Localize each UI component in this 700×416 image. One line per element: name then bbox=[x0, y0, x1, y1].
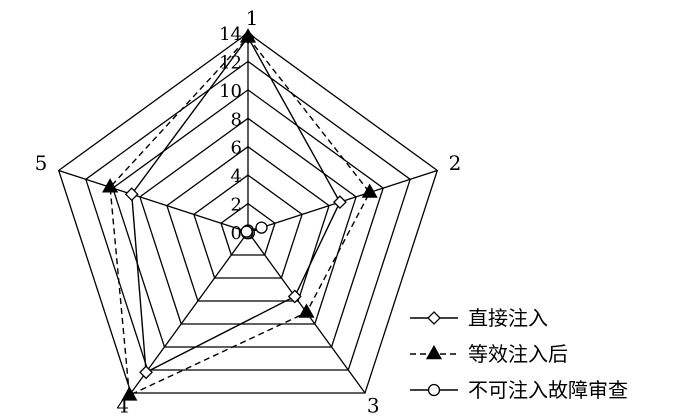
tick-label: 2 bbox=[231, 195, 242, 216]
tick-label: 14 bbox=[219, 24, 242, 45]
grid-ring bbox=[112, 89, 384, 348]
series-point bbox=[333, 195, 347, 210]
series-2 bbox=[102, 28, 378, 401]
axis-label-3: 3 bbox=[367, 393, 380, 416]
series-point bbox=[255, 221, 268, 234]
legend-marker bbox=[427, 383, 441, 397]
series-point bbox=[124, 187, 139, 202]
grid-ring bbox=[220, 202, 276, 256]
axis-label-5: 5 bbox=[35, 151, 48, 175]
series-point bbox=[121, 386, 138, 401]
legend-marker bbox=[425, 344, 443, 360]
series-point bbox=[139, 365, 153, 380]
tick-label: 12 bbox=[219, 52, 242, 73]
series-point bbox=[287, 289, 302, 304]
tick-label: 10 bbox=[219, 81, 242, 102]
series-3 bbox=[240, 221, 268, 240]
tick-label: 8 bbox=[231, 109, 242, 130]
series-line bbox=[130, 36, 341, 374]
axis-label-4: 4 bbox=[116, 393, 129, 416]
series-point bbox=[240, 225, 253, 238]
legend-label: 不可注入故障审查 bbox=[468, 378, 628, 402]
series-line bbox=[109, 36, 371, 397]
series-point bbox=[102, 178, 119, 193]
grid-ring bbox=[193, 174, 303, 279]
legend-item: 直接注入 bbox=[410, 306, 548, 330]
legend-marker bbox=[427, 311, 441, 325]
grid-ring bbox=[139, 117, 357, 325]
grid-ring bbox=[85, 60, 411, 371]
axis-label-2: 2 bbox=[449, 151, 462, 175]
radar-grid bbox=[57, 32, 439, 394]
legend-item: 等效注入后 bbox=[410, 342, 568, 366]
series-point bbox=[298, 303, 315, 318]
legend-label: 等效注入后 bbox=[468, 342, 568, 366]
tick-label: 0 bbox=[231, 223, 242, 244]
tick-label: 4 bbox=[231, 166, 242, 187]
axis-spoke bbox=[58, 169, 249, 233]
radar-spokes bbox=[58, 33, 438, 394]
legend-label: 直接注入 bbox=[468, 306, 548, 330]
radar-series bbox=[102, 28, 378, 401]
series-point bbox=[361, 183, 378, 198]
axis-label-1: 1 bbox=[246, 6, 259, 30]
axis-spoke bbox=[130, 231, 249, 394]
tick-label: 6 bbox=[231, 138, 242, 159]
radar-tick-labels: 0 2 4 6 8 10 12 14 bbox=[219, 24, 242, 244]
series-point bbox=[239, 28, 257, 43]
grid-ring bbox=[57, 32, 439, 394]
legend-item: 不可注入故障审查 bbox=[410, 378, 628, 402]
grid-ring bbox=[166, 145, 330, 302]
